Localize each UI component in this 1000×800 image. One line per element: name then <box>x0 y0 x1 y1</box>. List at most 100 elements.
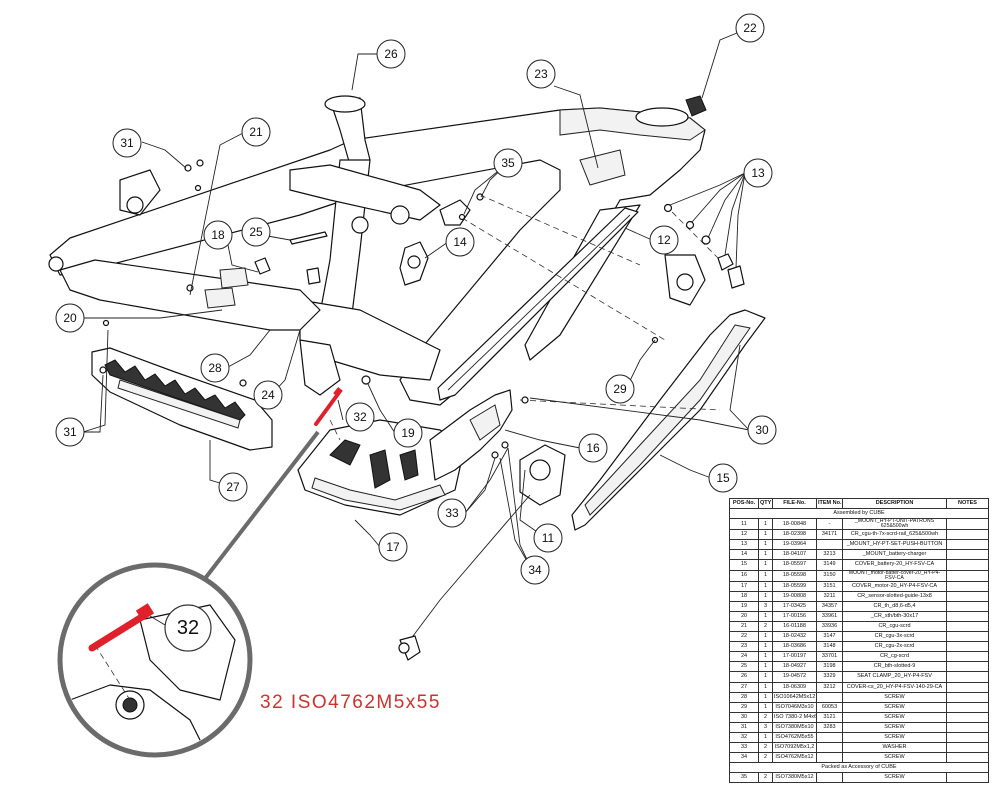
bom-cell-item: - <box>816 518 843 531</box>
bom-cell-notes <box>946 620 989 633</box>
bom-cell-notes <box>946 752 989 764</box>
svg-text:12: 12 <box>657 233 671 247</box>
bom-cell-item: 3151 <box>816 580 843 592</box>
bom-cell-item: 3329 <box>816 671 843 683</box>
fasteners <box>99 159 659 459</box>
bom-cell-desc: WASHER <box>842 742 947 754</box>
bom-cell-desc: COVER-cs_20_HY-P4-FSV-140-29-CA <box>842 681 947 693</box>
bom-cell-notes <box>946 549 989 561</box>
bom-section-accessory: Packed as Accessory of CUBE <box>729 762 989 774</box>
bom-cell-notes <box>946 569 989 582</box>
callout-13: 13 <box>743 158 773 188</box>
bom-cell-item <box>816 731 843 744</box>
callout-18: 18 <box>203 220 233 250</box>
bom-cell-item: 3147 <box>816 631 843 643</box>
svg-text:23: 23 <box>534 67 548 81</box>
bom-cell-pos: 27 <box>729 681 759 693</box>
bom-cell-qty: 3 <box>758 721 773 733</box>
mount-16 <box>429 389 513 481</box>
detail-connector <box>198 430 320 587</box>
bom-cell-desc: CR_cgu-th-7x-scrd-rail_625&500wh <box>842 529 947 541</box>
callout-31-top: 31 <box>112 128 142 158</box>
bom-cell-item: 3149 <box>816 559 843 571</box>
bom-cell-item <box>816 691 843 703</box>
bom-cell-item: 34357 <box>816 600 843 612</box>
bom-cell-pos: 24 <box>729 651 759 663</box>
bom-cell-desc: CR_bth-slotted-9 <box>842 661 947 673</box>
bom-cell-item <box>816 742 843 754</box>
bill-of-materials-table: POS-No. QTY FILE-No. ITEM No. DESCRIPTIO… <box>729 497 989 784</box>
bom-cell-file: 18-05599 <box>772 580 817 592</box>
callout-14: 14 <box>445 227 475 257</box>
bom-cell-desc: SCREW <box>842 701 947 713</box>
bom-cell-notes <box>946 590 989 602</box>
callout-25: 25 <box>241 217 271 247</box>
bom-cell-pos: 22 <box>729 631 759 643</box>
callout-31-bottom: 31 <box>55 417 85 447</box>
bom-cell-notes <box>946 651 989 663</box>
bom-cell-item: 33961 <box>816 610 843 622</box>
bom-cell-pos: 11 <box>729 518 759 531</box>
bom-header-pos: POS-No. <box>729 497 759 510</box>
bom-cell-qty: 1 <box>758 518 773 531</box>
callout-32: 32 <box>345 402 375 432</box>
bom-cell-notes <box>946 559 989 571</box>
callout-30: 30 <box>747 415 777 445</box>
svg-text:31: 31 <box>120 136 134 150</box>
bom-cell-file: ISO7092M5x1,2 <box>772 742 817 754</box>
bom-cell-qty: 2 <box>758 752 773 764</box>
callout-19: 19 <box>393 418 423 448</box>
bom-cell-notes <box>946 671 989 683</box>
bom-cell-desc: COVER_motor-20_HY-P4-FSV-CA <box>842 580 947 592</box>
bom-cell-notes <box>946 631 989 643</box>
bom-cell-qty: 1 <box>758 580 773 592</box>
bom-cell-qty: 1 <box>758 671 773 683</box>
detail-caption: 32 ISO4762M5x55 <box>260 692 441 713</box>
bom-cell-desc: COVER_battery-20_HY-FSV-CA <box>842 559 947 571</box>
bom-cell-item: 3148 <box>816 641 843 653</box>
bom-cell-file: 18-04927 <box>772 661 817 673</box>
callout-33: 33 <box>437 498 467 528</box>
callout-16: 16 <box>578 433 608 463</box>
bom-cell-pos: 28 <box>729 691 759 703</box>
svg-text:26: 26 <box>384 47 398 61</box>
bom-cell-file: 18-00848 <box>772 518 817 531</box>
svg-text:30: 30 <box>755 423 769 437</box>
bom-cell-desc: CR_cgu-2x-scrd <box>842 641 947 653</box>
bom-cell-notes <box>946 661 989 673</box>
bom-cell-pos: 20 <box>729 610 759 622</box>
bom-cell-notes <box>946 600 989 612</box>
bom-cell-desc: CR_sensor-slotted-guide-13x8 <box>842 590 947 602</box>
charger-14 <box>399 241 429 286</box>
bom-cell-qty: 1 <box>758 569 773 582</box>
bom-cell-notes <box>946 701 989 713</box>
bom-cell-notes <box>946 721 989 733</box>
bom-cell-desc: SCREW <box>842 711 947 723</box>
bom-cell-desc: _CR_sth/bth-30x17 <box>842 610 947 622</box>
callout-27: 27 <box>218 472 248 502</box>
svg-text:33: 33 <box>445 506 459 520</box>
bom-cell-qty: 1 <box>758 559 773 571</box>
bom-cell-pos: 33 <box>729 742 759 754</box>
bom-header-item: ITEM No. <box>816 497 843 510</box>
bom-cell-desc: _MOUNT_HY-PT-UNIT-PATRONS 625&500wh <box>842 518 947 531</box>
bom-cell-pos: 18 <box>729 590 759 602</box>
bom-header-row: POS-No. QTY FILE-No. ITEM No. DESCRIPTIO… <box>729 497 989 510</box>
bom-cell-file: ISO10642M5x12 <box>772 691 817 703</box>
bom-section-row: Packed as Accessory of CUBE <box>729 762 989 774</box>
svg-text:27: 27 <box>226 480 240 494</box>
callout-29: 29 <box>605 374 635 404</box>
cable-guide-22 <box>685 95 707 117</box>
detail-view <box>57 562 253 758</box>
bom-cell-notes <box>946 711 989 723</box>
bom-cell-desc: MOUNT_motor-batter-cover-20_HY-P4-FSV-CA <box>842 569 947 582</box>
bom-cell-file: 17-03425 <box>772 600 817 612</box>
bom-cell-notes <box>946 772 989 784</box>
